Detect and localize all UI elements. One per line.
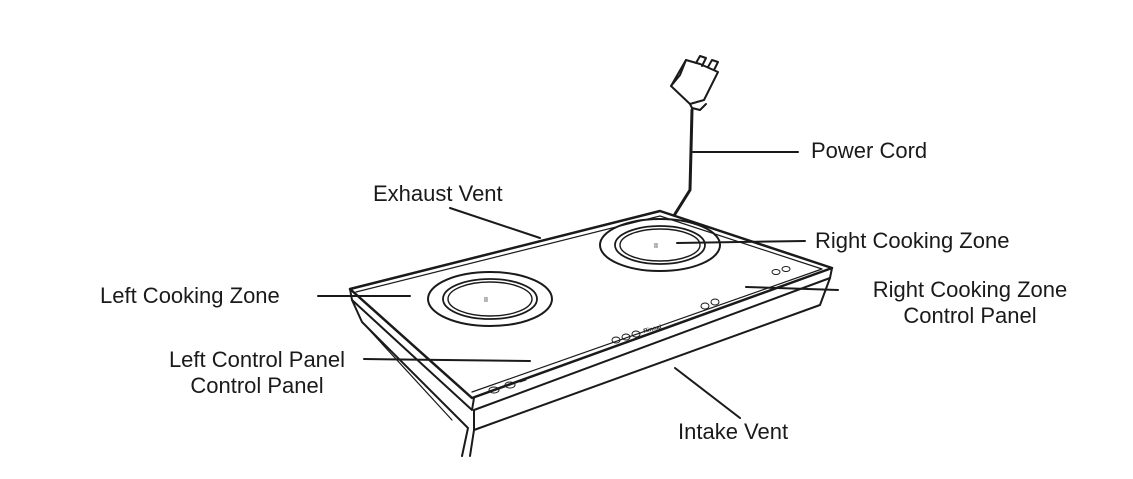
right-control-panel-label-line2: Control Panel	[903, 303, 1037, 328]
right-control-panel-label-line1: Right Cooking Zone	[872, 277, 1068, 302]
exhaust-vent-label: Exhaust Vent	[373, 181, 503, 206]
left-control-panel-label-line2: Control Panel	[190, 373, 324, 398]
power-cord	[673, 108, 694, 216]
left-cooking-zone-label: Left Cooking Zone	[100, 283, 280, 308]
power-cord-label: Power Cord	[811, 138, 928, 163]
control-button-icon	[621, 333, 631, 341]
right-control-panel-label: Right Cooking Zone Control Panel	[855, 277, 1085, 329]
left-cooking-zone-rings: II	[427, 271, 553, 327]
left-control-panel-label-line1: Left Control Panel	[168, 347, 346, 372]
svg-text:II: II	[484, 297, 488, 304]
brand-mark: Rinnai	[643, 324, 663, 335]
left-control-buttons	[488, 379, 527, 394]
right-cooking-zone-rings: II	[599, 218, 721, 272]
left-control-panel-label: Left Control Panel Control Panel	[148, 347, 366, 399]
intake-vent-label: Intake Vent	[678, 419, 789, 444]
power-button-icon	[504, 381, 516, 389]
center-control-buttons: Rinnai	[611, 324, 663, 344]
plug-icon	[670, 55, 719, 111]
right-cooking-zone-label: Right Cooking Zone	[815, 228, 1010, 253]
leader-lines	[317, 151, 839, 419]
right-control-buttons	[700, 266, 791, 310]
svg-text:II: II	[654, 243, 658, 250]
cooktop-body	[348, 209, 834, 457]
